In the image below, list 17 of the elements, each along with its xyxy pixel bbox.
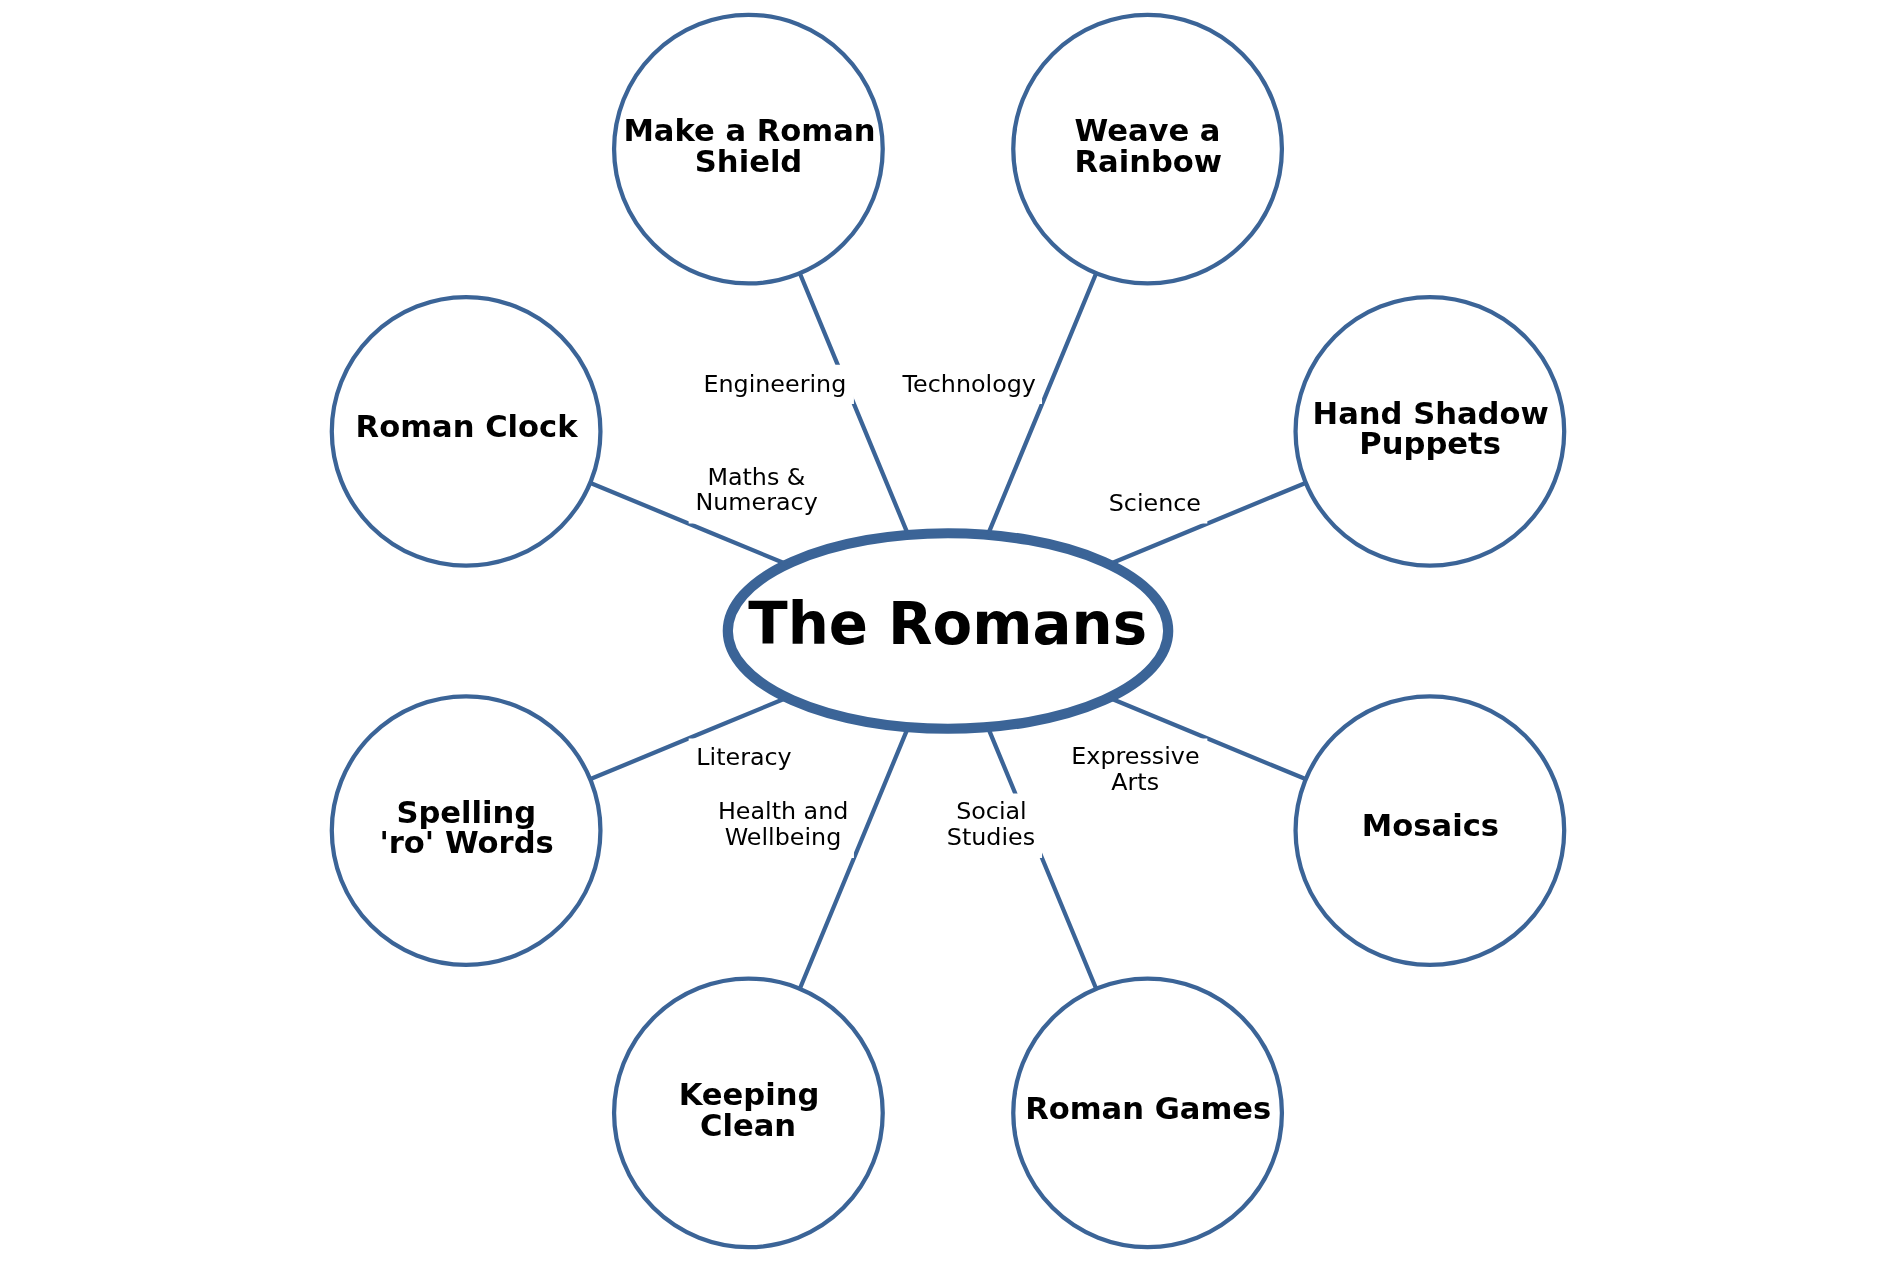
node-circle: Hand Shadow Puppets bbox=[1293, 294, 1567, 568]
edge-label: Social Studies bbox=[946, 797, 1036, 851]
edge-label: Maths & Numeracy bbox=[695, 462, 818, 517]
node-circle: Roman Games bbox=[1011, 976, 1285, 1250]
edge-label: Technology bbox=[902, 369, 1036, 398]
node-circle: Make a Roman Shield bbox=[611, 12, 885, 286]
node-circle: Keeping Clean bbox=[611, 976, 885, 1250]
node-circle: Roman Clock bbox=[329, 294, 603, 568]
edge-label: Health and Wellbeing bbox=[717, 797, 849, 851]
node-ellipse: The Romans bbox=[722, 528, 1174, 734]
edge-label: Science bbox=[1108, 489, 1201, 518]
node-circle: Weave a Rainbow bbox=[1011, 12, 1285, 286]
edge-label: Engineering bbox=[703, 369, 847, 398]
edge-label: Expressive Arts bbox=[1071, 742, 1200, 796]
edge-label: Literacy bbox=[696, 743, 792, 772]
node-circle: Mosaics bbox=[1293, 694, 1567, 968]
node-circle: Spelling 'ro' Words bbox=[329, 694, 603, 968]
